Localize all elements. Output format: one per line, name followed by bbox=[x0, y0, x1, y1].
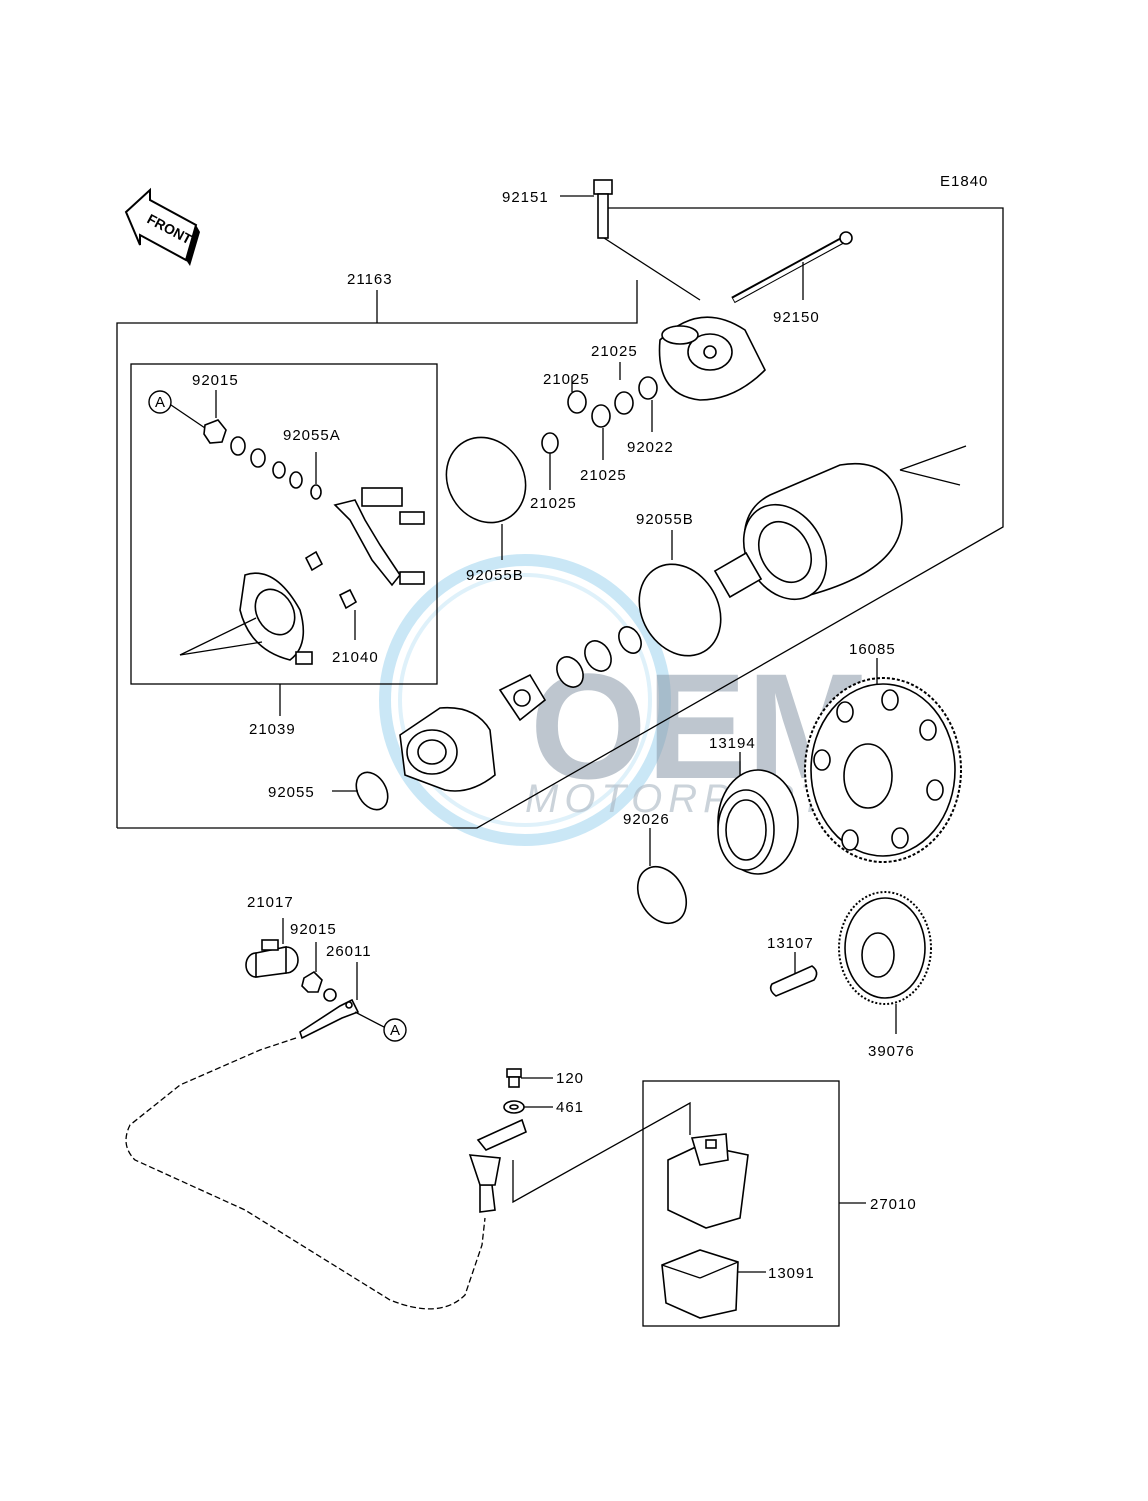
part-label-92015-a: 92015 bbox=[192, 372, 239, 389]
bolt-92151 bbox=[560, 179, 701, 301]
through-bolt-92150 bbox=[731, 231, 853, 304]
starter-clutch-gear-16085 bbox=[804, 658, 962, 863]
part-label-92055: 92055 bbox=[268, 784, 315, 801]
watermark: OEM MOTORPARTS bbox=[379, 554, 872, 846]
part-label-21025-d: 21025 bbox=[530, 495, 577, 512]
o-ring-92055B-upper bbox=[445, 436, 527, 524]
idle-gear-39076 bbox=[838, 891, 932, 1034]
part-label-92015-b: 92015 bbox=[290, 921, 337, 938]
part-label-21025-c: 21025 bbox=[580, 467, 627, 484]
part-label-21039: 21039 bbox=[249, 721, 296, 738]
part-label-13091: 13091 bbox=[768, 1265, 815, 1282]
end-cover bbox=[658, 316, 766, 401]
part-label-21017: 21017 bbox=[247, 894, 294, 911]
part-label-92055B-lower: 92055B bbox=[636, 511, 694, 528]
o-ring-92055B-lower bbox=[638, 563, 722, 657]
watermark-subtitle: MOTORPARTS bbox=[525, 777, 863, 821]
washer-92026 bbox=[636, 865, 688, 925]
relay-cover-13091 bbox=[661, 1249, 766, 1319]
starter-relay bbox=[667, 1133, 749, 1229]
one-way-clutch-13194 bbox=[717, 752, 799, 875]
starter-cable-assembly: A bbox=[125, 918, 527, 1310]
part-label-92022: 92022 bbox=[627, 439, 674, 456]
part-label-26011: 26011 bbox=[326, 943, 372, 960]
ref-marker-a-bottom: A bbox=[390, 1022, 401, 1039]
part-label-120: 120 bbox=[556, 1070, 584, 1087]
front-arrow-icon: FRONT bbox=[124, 187, 200, 266]
ref-marker-a-top: A bbox=[155, 394, 166, 411]
part-label-21163: 21163 bbox=[347, 271, 393, 288]
part-label-27010: 27010 bbox=[870, 1196, 917, 1213]
part-label-461: 461 bbox=[556, 1099, 584, 1116]
part-label-92055A: 92055A bbox=[283, 427, 341, 444]
part-label-21040: 21040 bbox=[332, 649, 379, 666]
motor-body bbox=[713, 445, 967, 601]
part-label-21025-b: 21025 bbox=[591, 343, 638, 360]
part-label-92026: 92026 bbox=[623, 811, 670, 828]
brush-holder-parts: A bbox=[148, 390, 425, 665]
part-label-92151: 92151 bbox=[502, 189, 549, 206]
part-label-21025-a: 21025 bbox=[543, 371, 590, 388]
part-label-13107: 13107 bbox=[767, 935, 814, 952]
part-label-39076: 39076 bbox=[868, 1043, 915, 1060]
part-label-13194: 13194 bbox=[709, 735, 756, 752]
o-ring-92055 bbox=[355, 771, 389, 811]
part-label-92055B-upper: 92055B bbox=[466, 567, 524, 584]
front-washers bbox=[556, 626, 642, 688]
shaft-13107 bbox=[769, 952, 818, 997]
seal-bracket bbox=[498, 673, 547, 722]
part-label-16085: 16085 bbox=[849, 641, 896, 658]
screw-and-washer bbox=[503, 1068, 553, 1114]
front-cover bbox=[399, 706, 496, 792]
washer-stack bbox=[541, 376, 658, 454]
part-label-92150: 92150 bbox=[773, 309, 820, 326]
diagram-code: E1840 bbox=[940, 173, 988, 190]
